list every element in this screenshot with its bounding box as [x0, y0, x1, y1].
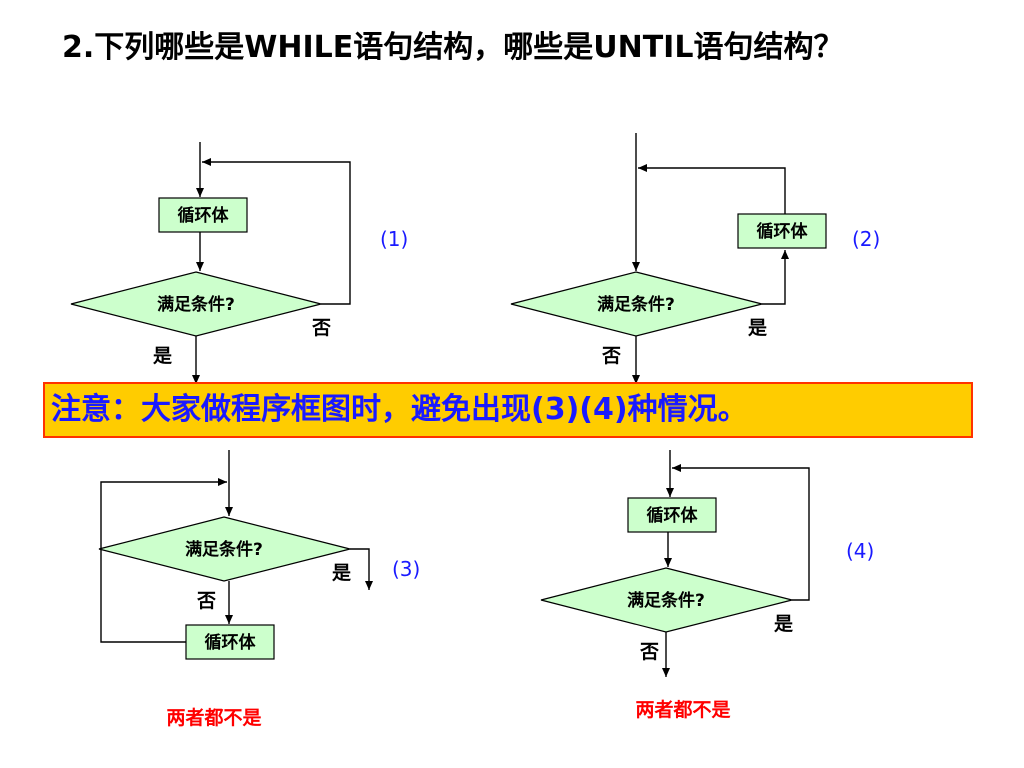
verdict-label-4: 两者都不是: [635, 699, 730, 721]
condition-label: 满足条件?: [627, 590, 705, 611]
loop-body-box: [185, 624, 275, 660]
yes-label: 是: [774, 613, 793, 635]
warning-note: 注意：大家做程序框图时，避免出现(3)(4)种情况。: [43, 382, 973, 438]
yes-label: 是: [332, 562, 351, 584]
loop-back-line: [202, 158, 351, 305]
figure-number-2: (2): [852, 227, 880, 251]
flowchart-3: 满足条件? 是 否 循环体 (3) 两者都不是: [98, 450, 420, 729]
yes-branch-line: [762, 250, 789, 305]
loop-body-box: [627, 497, 717, 533]
no-label: 否: [601, 345, 621, 367]
figure-number-1: (1): [380, 227, 408, 251]
condition-label: 满足条件?: [185, 539, 263, 560]
no-label: 否: [196, 590, 216, 612]
loop-body-label: 循环体: [757, 221, 809, 242]
figure-number-3: (3): [392, 557, 420, 581]
flowchart-1: 循环体 满足条件? 否 是 (1): [70, 142, 408, 384]
no-label: 否: [639, 641, 659, 663]
verdict-label-3: 两者都不是: [166, 707, 261, 729]
loop-body-box: [737, 213, 827, 249]
loop-back-line: [100, 478, 227, 643]
condition-label: 满足条件?: [597, 294, 675, 315]
loop-body-label: 循环体: [647, 505, 699, 526]
figure-number-4: (4): [846, 539, 874, 563]
loop-body-label: 循环体: [178, 205, 230, 226]
loop-body-label: 循环体: [205, 632, 257, 653]
yes-label: 是: [748, 317, 767, 339]
loop-body-box: [158, 197, 248, 233]
yes-label: 是: [153, 345, 172, 367]
page-title: 2.下列哪些是WHILE语句结构，哪些是UNTIL语句结构？: [62, 30, 844, 65]
exit-line: [350, 548, 373, 590]
loop-back-line: [672, 464, 810, 601]
flowchart-2: 满足条件? 循环体 是 否 (2): [510, 133, 880, 384]
condition-label: 满足条件?: [157, 294, 235, 315]
condition-diamond: [98, 516, 351, 582]
no-label: 否: [311, 317, 331, 339]
loop-back-line: [638, 164, 786, 214]
flowchart-4: 循环体 满足条件? 是 否 (4) 两者都不是: [540, 450, 874, 721]
